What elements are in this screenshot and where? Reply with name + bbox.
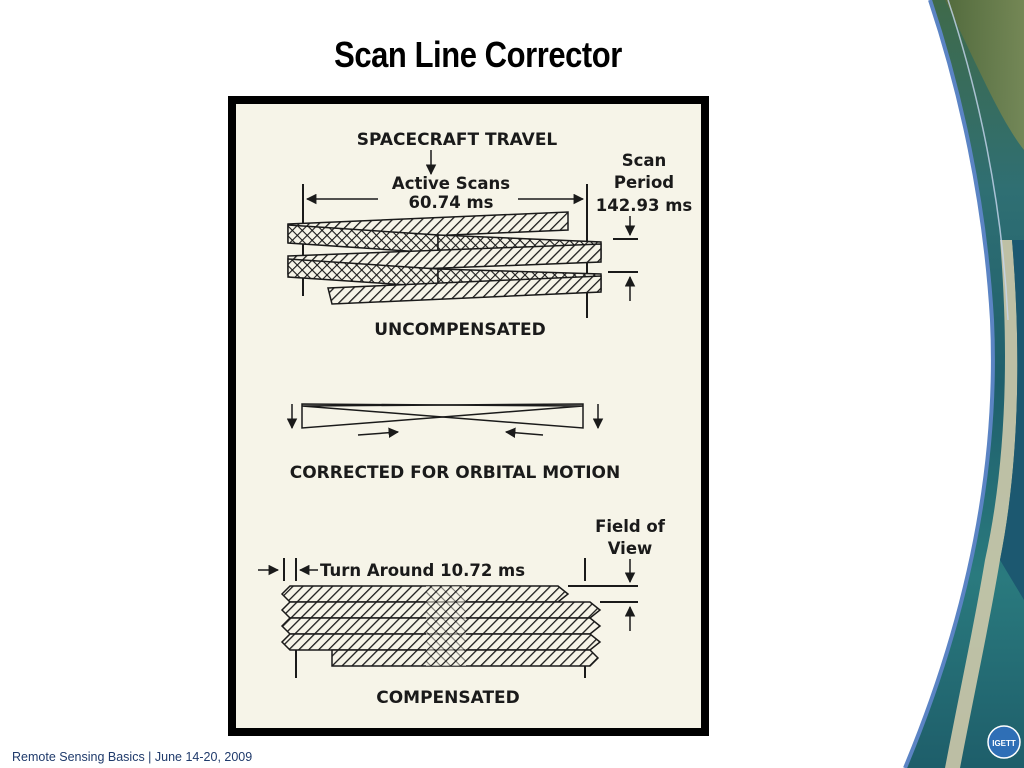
scan-period-label-2: Period <box>614 173 674 192</box>
turn-around-label: Turn Around 10.72 ms <box>320 561 525 580</box>
active-scans-label: Active Scans <box>392 174 510 193</box>
corrected-orbital-motion-label: CORRECTED FOR ORBITAL MOTION <box>290 463 621 483</box>
uncompensated-scan-lines <box>287 211 602 305</box>
figure-diagram: SPACECRAFT TRAVEL Active Scans 60.74 ms … <box>236 104 701 728</box>
uncompensated-label: UNCOMPENSATED <box>374 320 546 340</box>
slide-title: Scan Line Corrector <box>334 34 622 75</box>
field-of-view-label-2: View <box>608 539 653 558</box>
scan-line-corrector-figure: SPACECRAFT TRAVEL Active Scans 60.74 ms … <box>228 96 709 736</box>
svg-text:IGETT: IGETT <box>992 739 1016 748</box>
compensated-label: COMPENSATED <box>376 688 520 708</box>
orbital-correction-diagram <box>286 403 604 438</box>
field-of-view-label-1: Field of <box>595 517 666 536</box>
scan-period-value: 142.93 ms <box>596 196 693 215</box>
igett-logo: IGETT <box>987 725 1021 759</box>
scan-period-label-1: Scan <box>622 151 667 170</box>
spacecraft-travel-label: SPACECRAFT TRAVEL <box>357 130 558 150</box>
active-scans-value: 60.74 ms <box>409 193 494 212</box>
footer-text: Remote Sensing Basics | June 14-20, 2009 <box>12 750 253 764</box>
compensated-scan-lines <box>280 585 602 667</box>
